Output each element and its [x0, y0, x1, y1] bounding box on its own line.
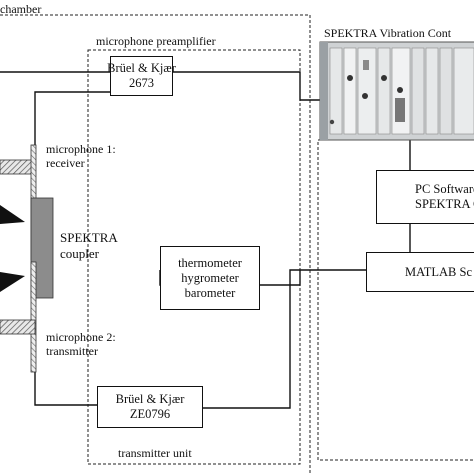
coupler-block	[30, 197, 54, 299]
wire-mic1-preamp	[34, 91, 110, 145]
coupler-label: SPEKTRA coupler	[60, 230, 118, 262]
mic1-label-line2: receiver	[46, 156, 85, 170]
sensors-box-line1: thermometer	[178, 255, 242, 270]
mic2-label-line1: microphone 2:	[46, 330, 116, 344]
preamp-region	[87, 49, 301, 465]
sensors-box-line2: hygrometer	[181, 270, 239, 285]
pc-software-box: PC Software SPEKTRA C	[376, 170, 474, 224]
mic2-rod	[30, 261, 37, 373]
mic2-housing	[0, 319, 36, 335]
wire-mic2-transmitter	[34, 372, 97, 406]
chamber-label: chamber	[0, 2, 42, 16]
mic1-label: microphone 1: receiver	[46, 142, 116, 170]
mic1-label-line1: microphone 1:	[46, 142, 116, 156]
pc-software-box-line1: PC Software	[415, 182, 474, 196]
transmitter-box-line2: ZE0796	[129, 407, 171, 421]
chamber-border	[0, 14, 311, 474]
mic2-label-line2: transmitter	[46, 344, 98, 358]
vibration-controller-label: SPEKTRA Vibration Cont	[324, 26, 452, 40]
mic2-label: microphone 2: transmitter	[46, 330, 116, 358]
sensors-box-line3: barometer	[184, 285, 236, 300]
wire-transmitter-matlab	[203, 269, 366, 409]
preamp-box: Brüel & Kjær 2673	[107, 56, 176, 96]
preamp-region-label: microphone preamplifier	[96, 34, 216, 48]
transmitter-box-line1: Brüel & Kjær	[115, 392, 185, 406]
matlab-box: MATLAB Sc	[366, 252, 474, 292]
coupler-label-line2: coupler	[60, 246, 99, 261]
transmitter-box: Brüel & Kjær ZE0796	[97, 386, 203, 428]
mic2-diaphragm	[0, 272, 25, 292]
sensors-box: thermometer hygrometer barometer	[160, 246, 260, 310]
wire-preamp-controller	[173, 71, 320, 101]
vibration-controller-rack	[319, 41, 474, 141]
preamp-box-line2: 2673	[129, 76, 154, 90]
mic1-diaphragm	[0, 205, 25, 224]
coupler-label-line1: SPEKTRA	[60, 230, 118, 245]
matlab-box-line1: MATLAB Sc	[405, 264, 473, 279]
preamp-box-line1: Brüel & Kjær	[107, 61, 176, 75]
mic1-housing	[0, 159, 36, 175]
transmitter-unit-label: transmitter unit	[118, 446, 192, 460]
pc-software-box-line2: SPEKTRA C	[415, 197, 474, 211]
